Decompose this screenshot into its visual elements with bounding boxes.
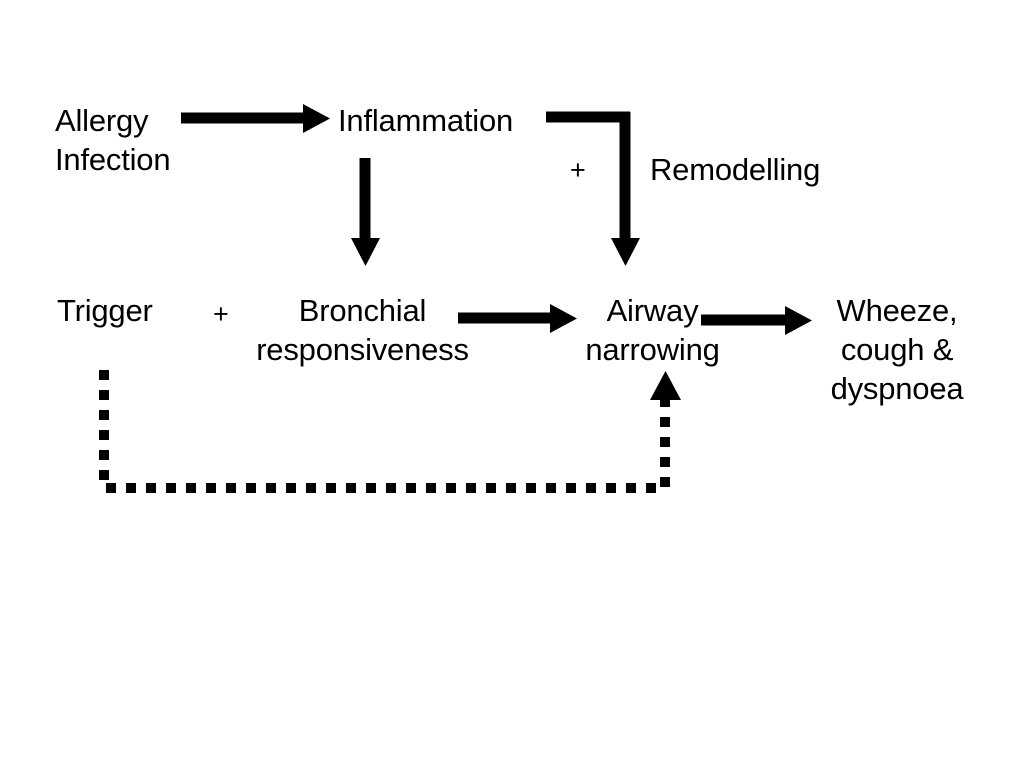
node-bronchial-responsiveness: Bronchial responsiveness bbox=[256, 293, 469, 367]
plus-operator-trigger: + bbox=[213, 299, 229, 329]
node-trigger: Trigger bbox=[57, 293, 153, 328]
arrow-inflammation-remodelling-to-airway bbox=[546, 111, 640, 266]
plus-operator-remodelling: + bbox=[570, 155, 586, 185]
node-inflammation: Inflammation bbox=[338, 103, 514, 138]
arrow-allergy-to-inflammation bbox=[181, 104, 330, 133]
node-allergy-infection: Allergy Infection bbox=[55, 103, 171, 177]
node-remodelling: Remodelling bbox=[650, 152, 821, 187]
node-wheeze-cough-dyspnoea: Wheeze, cough & dyspnoea bbox=[830, 293, 964, 406]
arrow-inflammation-to-bronchial bbox=[351, 158, 380, 266]
arrow-trigger-feedback-to-airway bbox=[99, 370, 681, 493]
node-airway-narrowing: Airway narrowing bbox=[585, 293, 720, 367]
